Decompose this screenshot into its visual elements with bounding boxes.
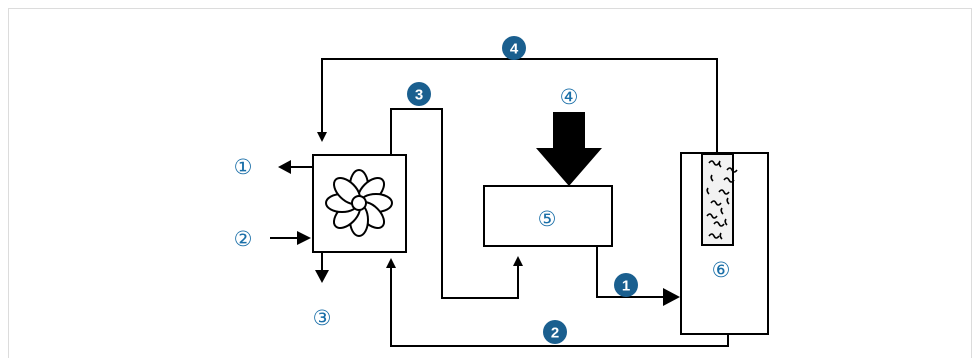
flow-arrow-1 — [663, 288, 680, 306]
badge-4: 4 — [502, 36, 526, 60]
flow-line-3 — [390, 108, 523, 299]
outlet-arrow — [315, 270, 329, 283]
exhaust-arrow — [278, 160, 291, 174]
label-input: ④ — [560, 85, 579, 109]
svg-text:4: 4 — [510, 41, 519, 58]
label-outlet: ③ — [313, 306, 332, 330]
process-box — [483, 185, 613, 247]
badge-3: 3 — [407, 82, 431, 106]
svg-text:3: 3 — [415, 87, 423, 104]
svg-text:1: 1 — [622, 278, 630, 295]
label-intake: ② — [234, 227, 253, 251]
fan-icon — [325, 169, 393, 237]
label-process: ⑤ — [538, 207, 557, 231]
flow-line-4 — [317, 58, 718, 154]
filter-media-icon — [706, 160, 738, 240]
flow-line-1 — [596, 246, 672, 298]
badge-1: 1 — [614, 273, 638, 297]
flow-line-2 — [386, 258, 729, 347]
label-exhaust: ① — [234, 155, 253, 179]
label-storage: ⑥ — [712, 258, 731, 282]
intake-arrow — [297, 231, 311, 245]
svg-text:2: 2 — [551, 325, 559, 342]
input-arrow — [536, 112, 602, 186]
badge-2: 2 — [543, 320, 567, 344]
diagram-frame — [8, 8, 972, 358]
